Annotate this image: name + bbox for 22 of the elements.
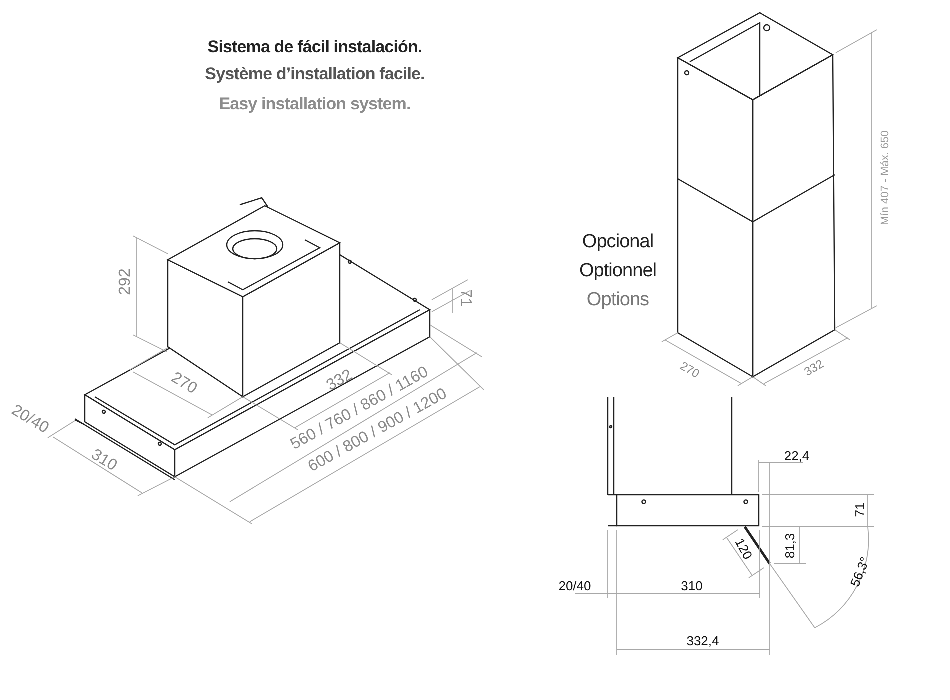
caption-text: Easy installation system. (219, 96, 411, 112)
dimension-label: 81,3 (784, 533, 796, 559)
dimension-label: 56,3° (848, 555, 872, 589)
dimension-label: 332,4 (686, 634, 720, 648)
dimension-label: 270 (678, 360, 702, 380)
dimension-label: 71 (854, 502, 866, 518)
caption-text: Sistema de fácil instalación. (208, 38, 422, 56)
dimension-label: 332 (324, 368, 356, 394)
option-label: Opcional (582, 232, 654, 252)
dimension-label: 270 (168, 370, 200, 398)
dimension-label: 20/40 (558, 580, 592, 592)
option-label: Options (586, 290, 650, 310)
dimension-label: Mín 407 - Máx. 650 (880, 130, 892, 226)
dimension-label: 71 (457, 289, 473, 307)
dimension-label: 120 (733, 536, 755, 562)
caption-text: Système d’installation facile. (205, 66, 425, 82)
dimension-label: 22,4 (784, 450, 810, 462)
option-label: Optionnel (579, 262, 657, 280)
dimension-label: 310 (681, 580, 703, 592)
dimension-label: 292 (118, 268, 134, 296)
dimension-label: 332 (802, 358, 826, 378)
dimension-label: 310 (88, 447, 120, 475)
